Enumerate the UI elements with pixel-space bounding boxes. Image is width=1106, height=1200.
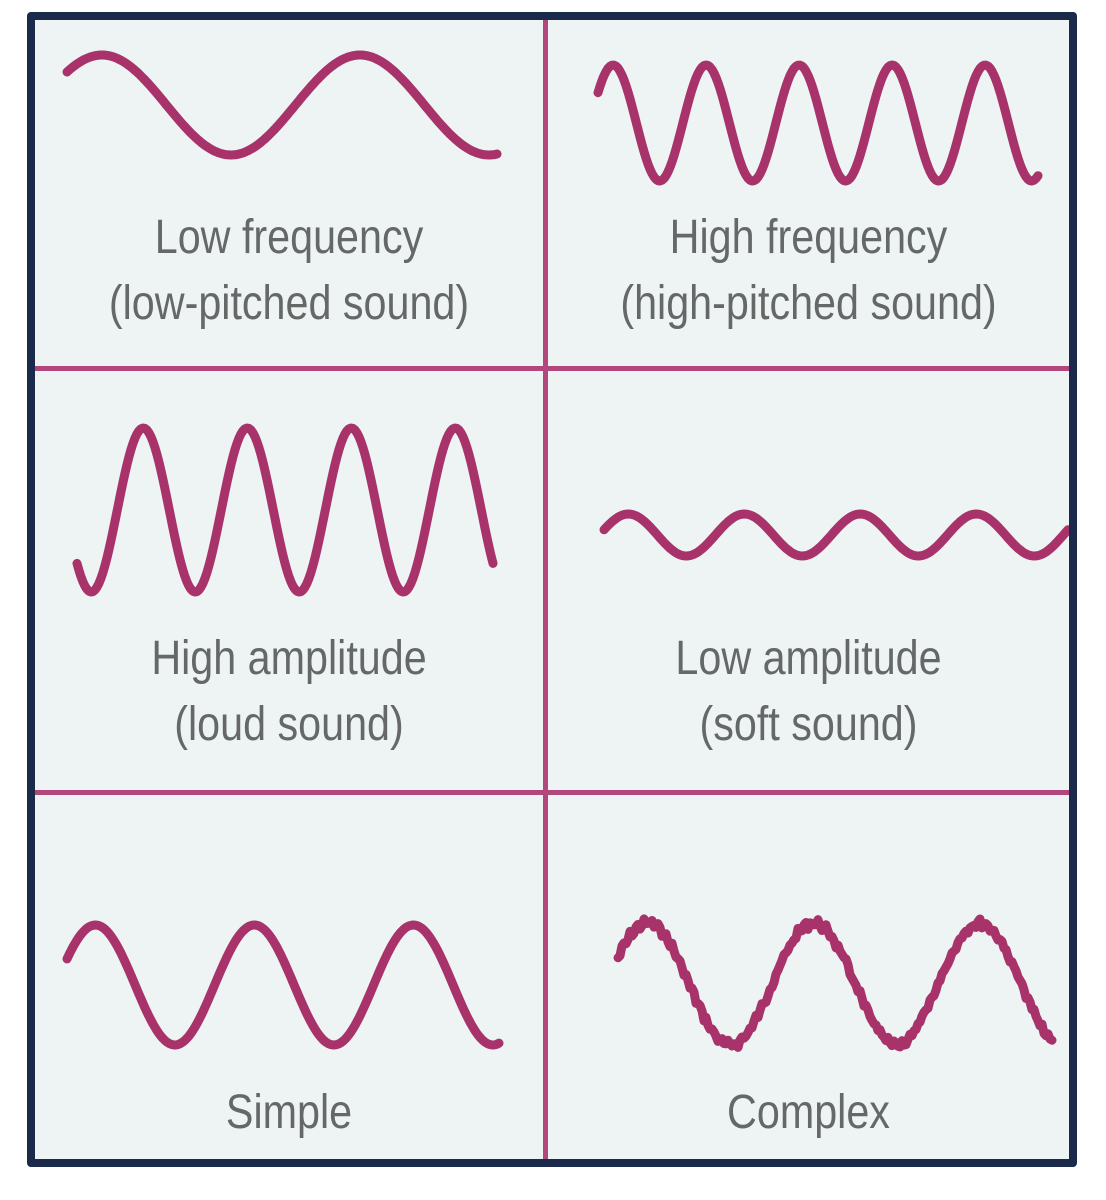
cell-low-frequency: Low frequency (low-pitched sound) xyxy=(35,20,543,366)
low-frequency-label: Low frequency xyxy=(154,211,424,264)
high-amplitude-wave xyxy=(72,423,498,597)
high-amplitude-label: High amplitude xyxy=(151,632,427,685)
cell-low-amplitude: Low amplitude (soft sound) xyxy=(548,371,1069,790)
simple-label: Simple xyxy=(225,1086,353,1139)
low-amplitude-wave xyxy=(599,509,1069,561)
waveform-comparison-panel: Low frequency (low-pitched sound) High f… xyxy=(27,12,1077,1167)
horizontal-divider-top xyxy=(35,366,1069,371)
low-amplitude-label: Low amplitude xyxy=(675,632,942,685)
complex-wave xyxy=(613,914,1057,1052)
low-frequency-sublabel: (low-pitched sound) xyxy=(108,277,470,330)
cell-simple: Simple xyxy=(35,795,543,1159)
simple-wave xyxy=(62,920,504,1050)
cell-complex: Complex xyxy=(548,795,1069,1159)
high-frequency-wave xyxy=(593,60,1043,186)
vertical-divider xyxy=(543,20,548,1159)
cell-high-frequency: High frequency (high-pitched sound) xyxy=(548,20,1069,366)
high-amplitude-sublabel: (loud sound) xyxy=(174,698,404,751)
horizontal-divider-bottom xyxy=(35,790,1069,795)
cell-high-amplitude: High amplitude (loud sound) xyxy=(35,371,543,790)
low-amplitude-sublabel: (soft sound) xyxy=(699,698,918,751)
high-frequency-label: High frequency xyxy=(669,211,948,264)
high-frequency-sublabel: (high-pitched sound) xyxy=(620,277,997,330)
low-frequency-wave xyxy=(62,50,502,160)
complex-label: Complex xyxy=(727,1086,890,1139)
